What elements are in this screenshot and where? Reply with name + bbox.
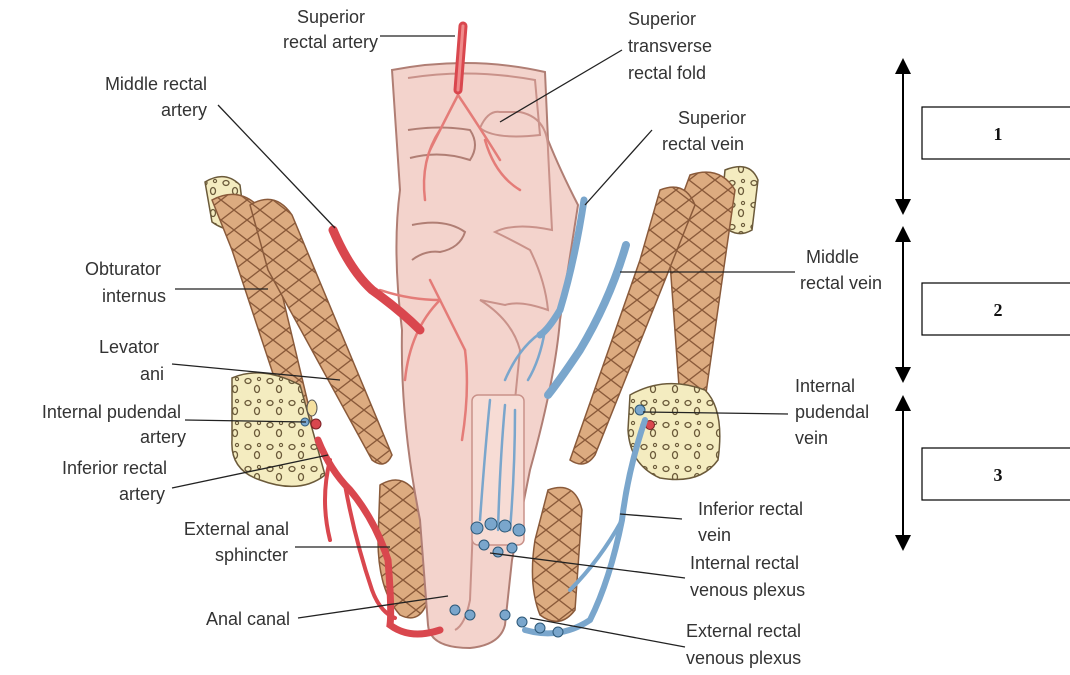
arrow-head-up-icon	[895, 58, 911, 74]
arrow-head-down-icon	[895, 535, 911, 551]
section-arrows	[895, 58, 911, 551]
answer-box-1-number: 1	[994, 124, 1003, 144]
label-middle-rectal-artery: Middle rectal artery	[105, 74, 212, 120]
label-levator-ani: Levator ani	[99, 337, 164, 384]
label-superior-rectal-artery: Superior rectal artery	[283, 7, 378, 52]
label-anal-canal: Anal canal	[206, 609, 290, 629]
label-external-anal-sphincter: External anal sphincter	[184, 519, 294, 565]
left-pudendal-vessel-1	[307, 400, 317, 416]
arrow-head-down-icon	[895, 199, 911, 215]
label-internal-rectal-venous-plexus: Internal rectal venous plexus	[690, 553, 805, 600]
label-internal-pudendal-vein: Internal pudendal vein	[795, 376, 874, 448]
left-pudendal-artery-dot	[311, 419, 321, 429]
label-inferior-rectal-vein: Inferior rectal vein	[698, 499, 808, 545]
arrow-head-up-icon	[895, 395, 911, 411]
answer-box-3-number: 3	[994, 465, 1003, 485]
left-ischial-bone	[232, 373, 325, 487]
number-boxes: 1 2 3	[922, 107, 1070, 500]
label-superior-rectal-vein: Superior rectal vein	[662, 108, 751, 154]
label-inferior-rectal-artery: Inferior rectal artery	[62, 458, 172, 504]
label-internal-pudendal-artery: Internal pudendal artery	[42, 402, 186, 447]
arrow-head-down-icon	[895, 367, 911, 383]
label-external-rectal-venous-plexus: External rectal venous plexus	[686, 621, 806, 668]
right-external-anal-sphincter	[532, 488, 582, 622]
label-middle-rectal-vein: Middle rectal vein	[800, 247, 882, 293]
arrow-head-up-icon	[895, 226, 911, 242]
answer-box-2-number: 2	[994, 300, 1003, 320]
label-obturator-internus: Obturator internus	[85, 259, 166, 306]
label-superior-transverse-rectal-fold: Superior transverse rectal fold	[628, 9, 717, 83]
right-pudendal-vein-dot	[635, 405, 645, 415]
